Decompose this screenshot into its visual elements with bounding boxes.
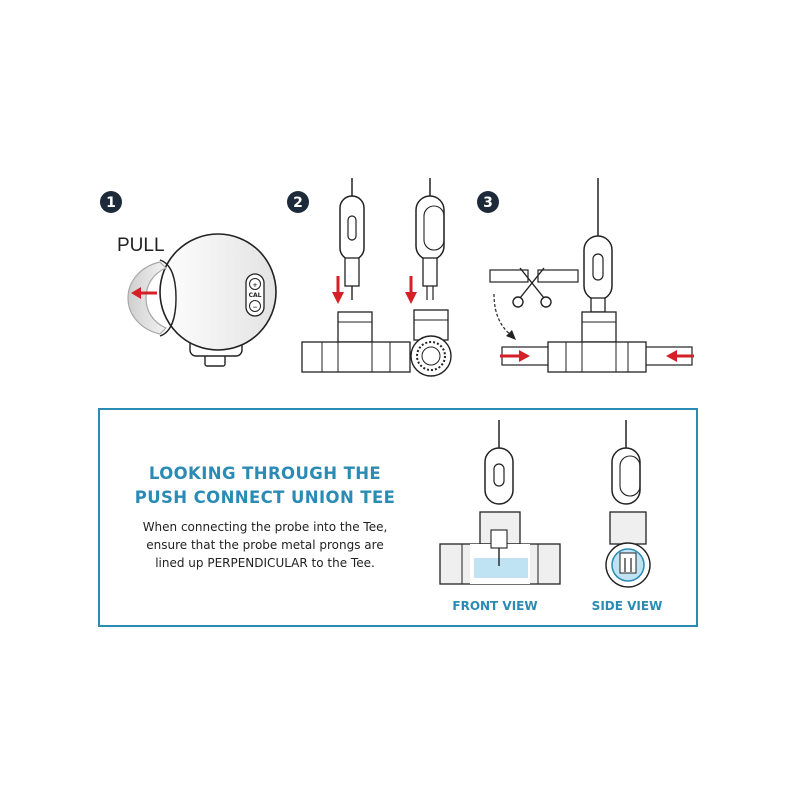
cut-tube: [489, 269, 579, 283]
water-level: [474, 558, 528, 578]
info-body-line-3: lined up PERPENDICULAR to the Tee.: [155, 556, 375, 570]
tee-side: [410, 309, 452, 377]
pull-arrow-icon: [131, 287, 157, 299]
down-arrow-icon: [332, 276, 344, 304]
cal-button: + CAL −: [245, 273, 265, 317]
push-arrow-icon: [666, 350, 694, 362]
probe-side: [415, 178, 445, 300]
curved-arrow-icon: [493, 293, 516, 340]
tee-installed: [501, 311, 693, 373]
tee-front: [301, 311, 411, 373]
front-view-label: FRONT VIEW: [452, 599, 538, 613]
probe-housing: + CAL −: [159, 233, 277, 367]
step-3-badge: 3: [477, 191, 499, 213]
step-number-badge: [477, 191, 499, 213]
probe-installed: [583, 178, 613, 313]
info-box: [98, 408, 698, 627]
step-1-number: 1: [106, 195, 116, 211]
pull-label: PULL: [117, 235, 165, 256]
info-title-line-1: LOOKING THROUGH THE: [148, 464, 382, 483]
info-body-line-2: ensure that the probe metal prongs are: [146, 538, 384, 552]
side-view-illustration: [605, 420, 651, 588]
front-view-illustration: [439, 420, 561, 585]
scissors-icon: [512, 267, 552, 308]
step-2: 2: [287, 178, 452, 377]
info-title-line-2: PUSH CONNECT UNION TEE: [134, 488, 396, 507]
cal-plus-symbol: +: [252, 282, 257, 289]
side-view-label: SIDE VIEW: [591, 599, 663, 613]
step-1-badge: 1: [100, 191, 122, 213]
step-number-badge: [100, 191, 122, 213]
push-arrow-icon: [500, 350, 530, 362]
step-2-number: 2: [293, 195, 303, 211]
step-3: 3: [477, 178, 694, 373]
step-number-badge: [287, 191, 309, 213]
step-1: 1 PULL + CAL −: [100, 191, 277, 367]
pulled-cap: [127, 259, 177, 337]
cal-label: CAL: [249, 292, 262, 299]
info-title: LOOKING THROUGH THE PUSH CONNECT UNION T…: [120, 462, 410, 510]
down-arrow-icon: [405, 276, 417, 304]
probe-front: [339, 178, 365, 300]
step-2-badge: 2: [287, 191, 309, 213]
cal-minus-symbol: −: [252, 304, 257, 311]
step-3-number: 3: [483, 195, 493, 211]
info-body: When connecting the probe into the Tee, …: [118, 518, 412, 572]
info-body-line-1: When connecting the probe into the Tee,: [142, 520, 388, 534]
